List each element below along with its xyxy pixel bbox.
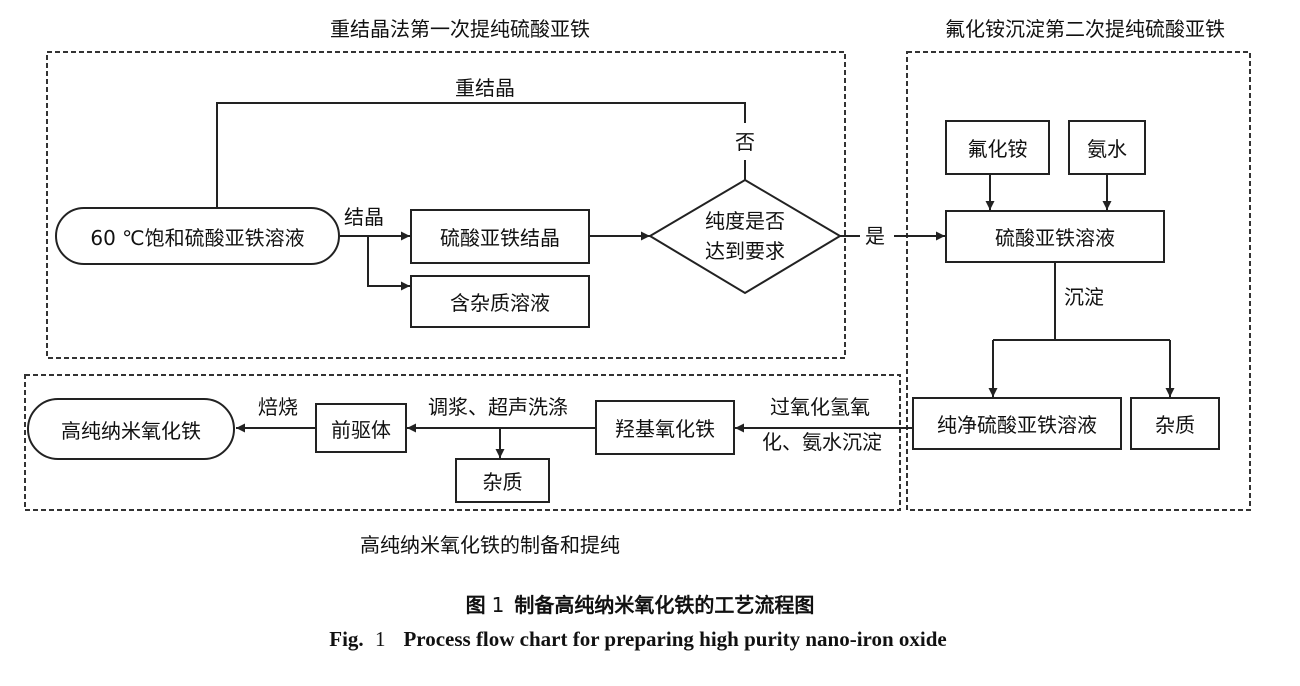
- recrystallize-loop-connector: [216, 102, 746, 208]
- node-impurity-wash: 杂质: [455, 458, 550, 503]
- figure-caption-en: Fig. 1 Process flow chart for preparing h…: [0, 627, 1276, 652]
- caption-cn-number: 1: [491, 593, 505, 617]
- section-title-first-purification: 重结晶法第一次提纯硫酸亚铁: [330, 17, 590, 41]
- node-product: 高纯纳米氧化铁: [27, 398, 235, 460]
- label-precipitate: 沉淀: [1064, 285, 1104, 309]
- caption-cn-title: 制备高纯纳米氧化铁的工艺流程图: [514, 593, 815, 617]
- caption-en-label: Fig.: [329, 627, 364, 651]
- section-frame-second-purification: [906, 51, 1251, 511]
- node-iron-oxyhydroxide: 羟基氧化铁: [595, 400, 735, 455]
- caption-en-number: 1: [374, 627, 386, 651]
- section-frame-preparation: [24, 374, 901, 511]
- caption-cn-label: 图: [465, 593, 486, 617]
- label-yes: 是: [865, 224, 885, 248]
- node-pure-solution: 纯净硫酸亚铁溶液: [912, 397, 1122, 450]
- node-ammonium-fluoride: 氟化铵: [945, 120, 1050, 175]
- decision-text-line1: 纯度是否: [705, 209, 785, 233]
- label-wash: 调浆、超声洗涤: [428, 395, 568, 419]
- label-roast: 焙烧: [258, 395, 298, 419]
- caption-en-title: Process flow chart for preparing high pu…: [403, 627, 947, 651]
- decision-text-line2: 达到要求: [705, 239, 785, 263]
- label-no: 否: [735, 130, 755, 154]
- node-ferrous-sulfate-solution: 硫酸亚铁溶液: [945, 210, 1165, 263]
- decision-text: 纯度是否 达到要求: [650, 206, 840, 266]
- section-title-second-purification: 氟化铵沉淀第二次提纯硫酸亚铁: [945, 17, 1225, 41]
- arrow-to-impurity-solution: [367, 236, 410, 291]
- label-recrystallize: 重结晶: [455, 76, 515, 100]
- label-crystallize: 结晶: [344, 205, 384, 229]
- node-impurity-solution: 含杂质溶液: [410, 275, 590, 328]
- node-saturated-solution: 60 ℃饱和硫酸亚铁溶液: [55, 207, 340, 265]
- section-title-preparation: 高纯纳米氧化铁的制备和提纯: [360, 533, 620, 557]
- decision-diamond: [648, 178, 842, 295]
- node-ammonia-water: 氨水: [1068, 120, 1146, 175]
- label-oxidation-line1: 过氧化氢氧: [770, 395, 870, 419]
- node-precursor: 前驱体: [315, 403, 407, 453]
- node-impurity-precipitate: 杂质: [1130, 397, 1220, 450]
- label-oxidation-line2: 化、氨水沉淀: [762, 430, 882, 454]
- node-crystal: 硫酸亚铁结晶: [410, 209, 590, 264]
